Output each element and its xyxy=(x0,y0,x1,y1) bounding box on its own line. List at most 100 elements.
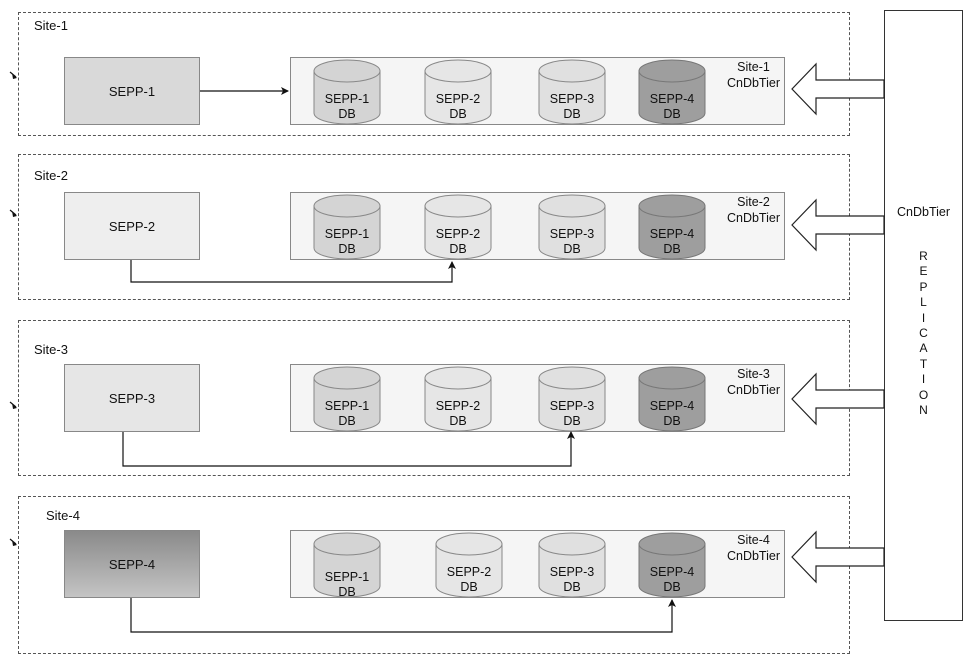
replication-letter: P xyxy=(919,279,928,294)
site-1-tier-label-line1: Site-1 xyxy=(737,60,770,74)
cndbtier-replication-box: CnDbTier R E P L I C A T I O N xyxy=(884,10,963,621)
db-label-line2: DB xyxy=(460,580,478,594)
site-4-label: Site-4 xyxy=(46,508,80,523)
db-label-line2: DB xyxy=(449,107,467,121)
site-3-label: Site-3 xyxy=(34,342,68,357)
db-cylinder-icon xyxy=(424,194,492,260)
db-cylinder-icon xyxy=(313,532,381,598)
db-cylinder-icon xyxy=(313,366,381,432)
site-2-label: Site-2 xyxy=(34,168,68,183)
db-label-line2: DB xyxy=(663,414,681,428)
db-label-line2: DB xyxy=(338,414,356,428)
db-label-line1: SEPP-3 xyxy=(549,92,595,106)
site-3-tier-label-line2: CnDbTier xyxy=(726,383,780,397)
site-2-tier-label-line1: Site-2 xyxy=(737,195,770,209)
db-label-line2: DB xyxy=(563,242,581,256)
db-label-line1: SEPP-4 xyxy=(649,399,695,413)
sepp-2-box: SEPP-2 xyxy=(64,192,200,260)
db-label-line1: SEPP-4 xyxy=(649,92,695,106)
site-2-tier-label: Site-2 CnDbTier xyxy=(727,194,780,226)
db-cylinder-icon xyxy=(435,532,503,598)
db-label-line2: DB xyxy=(563,414,581,428)
replication-letter: I xyxy=(921,372,926,387)
sepp-4-connector xyxy=(130,598,676,633)
site-1-tier-label-line2: CnDbTier xyxy=(726,76,780,90)
sepp-1-box: SEPP-1 xyxy=(64,57,200,125)
site-4-container xyxy=(18,496,850,654)
sepp-4-box: SEPP-4 xyxy=(64,530,200,598)
db-label-line2: DB xyxy=(338,585,356,599)
site-3-tier-label-line1: Site-3 xyxy=(737,367,770,381)
db-label-line1: SEPP-1 xyxy=(324,399,370,413)
replication-letter: E xyxy=(919,264,928,279)
replication-letter: T xyxy=(919,356,928,371)
site-4-tier-label-line2: CnDbTier xyxy=(726,549,780,563)
db-cylinder-icon xyxy=(638,366,706,432)
db-label-line1: SEPP-1 xyxy=(324,570,370,584)
db-label-line2: DB xyxy=(563,107,581,121)
replication-title: CnDbTier xyxy=(896,205,951,219)
db-label-line1: SEPP-1 xyxy=(324,227,370,241)
db-label-line1: SEPP-4 xyxy=(649,227,695,241)
db-cylinder-icon xyxy=(538,194,606,260)
replication-letter: C xyxy=(919,326,928,341)
db-label-line1: SEPP-4 xyxy=(649,565,695,579)
replication-letter: I xyxy=(921,310,926,325)
sepp-2-connector xyxy=(130,260,456,283)
db-cylinder-icon xyxy=(424,59,492,125)
replication-arrow-site-3 xyxy=(791,372,885,426)
db-label-line1: SEPP-1 xyxy=(324,92,370,106)
replication-vertical-label: R E P L I C A T I O N xyxy=(885,249,962,418)
db-label-line1: SEPP-3 xyxy=(549,399,595,413)
site-3-tier-label: Site-3 CnDbTier xyxy=(727,366,780,398)
db-label-line2: DB xyxy=(449,242,467,256)
db-label-line2: DB xyxy=(338,107,356,121)
db-label-line2: DB xyxy=(563,580,581,594)
site-4-tier-label: Site-4 CnDbTier xyxy=(727,532,780,564)
db-label-line1: SEPP-3 xyxy=(549,565,595,579)
left-edge-arrow-icon xyxy=(9,209,17,217)
db-cylinder-icon xyxy=(638,532,706,598)
db-label-line1: SEPP-3 xyxy=(549,227,595,241)
site-1-container xyxy=(18,12,850,136)
replication-letter: A xyxy=(919,341,928,356)
db-cylinder-icon xyxy=(313,194,381,260)
db-label-line1: SEPP-2 xyxy=(435,92,481,106)
db-label-line2: DB xyxy=(663,580,681,594)
db-cylinder-icon xyxy=(538,59,606,125)
db-label-line1: SEPP-2 xyxy=(446,565,492,579)
replication-letter: L xyxy=(920,295,927,310)
replication-letter: O xyxy=(918,387,929,402)
left-edge-arrow-icon xyxy=(9,401,17,409)
replication-arrow-site-4 xyxy=(791,530,885,584)
sepp-3-box: SEPP-3 xyxy=(64,364,200,432)
db-label-line2: DB xyxy=(338,242,356,256)
site-4-tier-label-line1: Site-4 xyxy=(737,533,770,547)
replication-letter: R xyxy=(919,249,928,263)
left-edge-arrow-icon xyxy=(9,538,17,546)
db-label-line2: DB xyxy=(449,414,467,428)
db-cylinder-icon xyxy=(638,59,706,125)
db-cylinder-icon xyxy=(638,194,706,260)
db-label-line2: DB xyxy=(663,242,681,256)
db-cylinder-icon xyxy=(313,59,381,125)
site-2-tier-label-line2: CnDbTier xyxy=(726,211,780,225)
replication-letter: N xyxy=(919,403,928,418)
